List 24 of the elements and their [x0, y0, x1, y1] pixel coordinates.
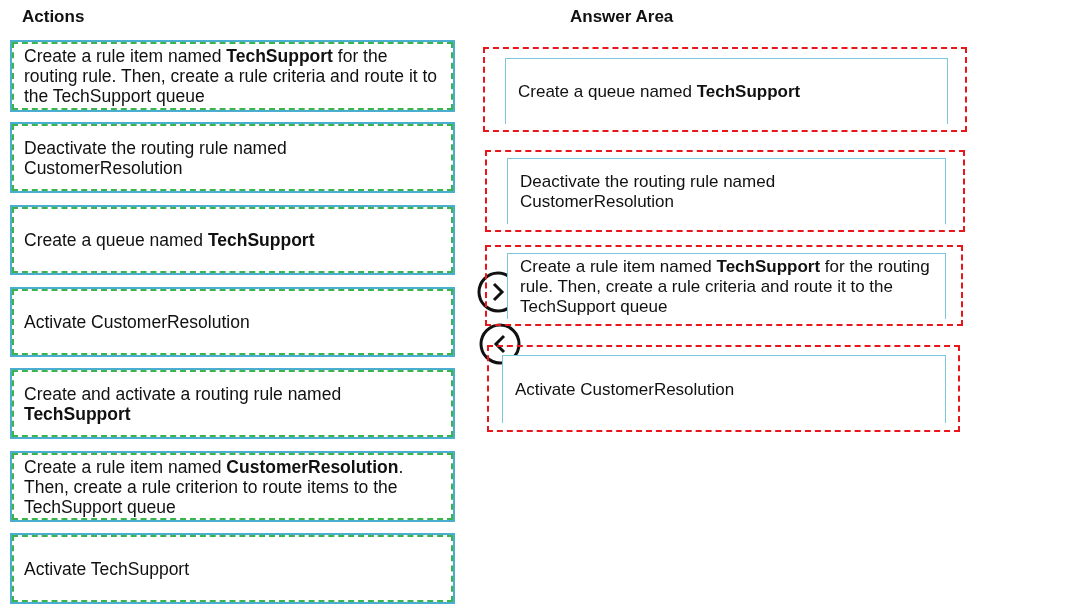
action-text: Create a queue named TechSupport [24, 230, 315, 250]
action-text: Create a rule item named CustomerResolution. Then, create a rule criterion to route items to the TechSupport queue [24, 456, 405, 517]
answer-slot [483, 47, 967, 132]
column-heading: Actions [22, 7, 85, 27]
answer-card: Create a queue named TechSupport [505, 58, 948, 124]
answer-slot [485, 150, 965, 232]
answer-slot [487, 345, 960, 432]
column-heading: Answer Area [570, 7, 674, 27]
action-card [10, 287, 455, 357]
answer-card: Activate CustomerResolution [502, 355, 946, 423]
action-card [10, 40, 455, 112]
action-text: Deactivate the routing rule named CustomerResolution [24, 137, 288, 178]
action-card [10, 368, 455, 439]
action-text: Create a rule item named TechSupport for the routing rule. Then, create a rule criteria and route it to the TechSupport queue [24, 46, 439, 106]
answer-slot [485, 245, 963, 326]
action-card [10, 122, 455, 193]
action-text: Create and activate a routing rule named TechSupport [24, 383, 343, 424]
action-text: Activate TechSupport [24, 558, 190, 579]
action-card [10, 533, 455, 604]
action-card [10, 205, 455, 275]
action-text: Activate CustomerResolution [24, 312, 250, 332]
answer-card: Create a rule item named TechSupport for the routing rule. Then, create a rule criteria and route it to the TechSupport queue [507, 253, 946, 319]
action-card [10, 451, 455, 522]
answer-card: Deactivate the routing rule named CustomerResolution [507, 158, 946, 224]
